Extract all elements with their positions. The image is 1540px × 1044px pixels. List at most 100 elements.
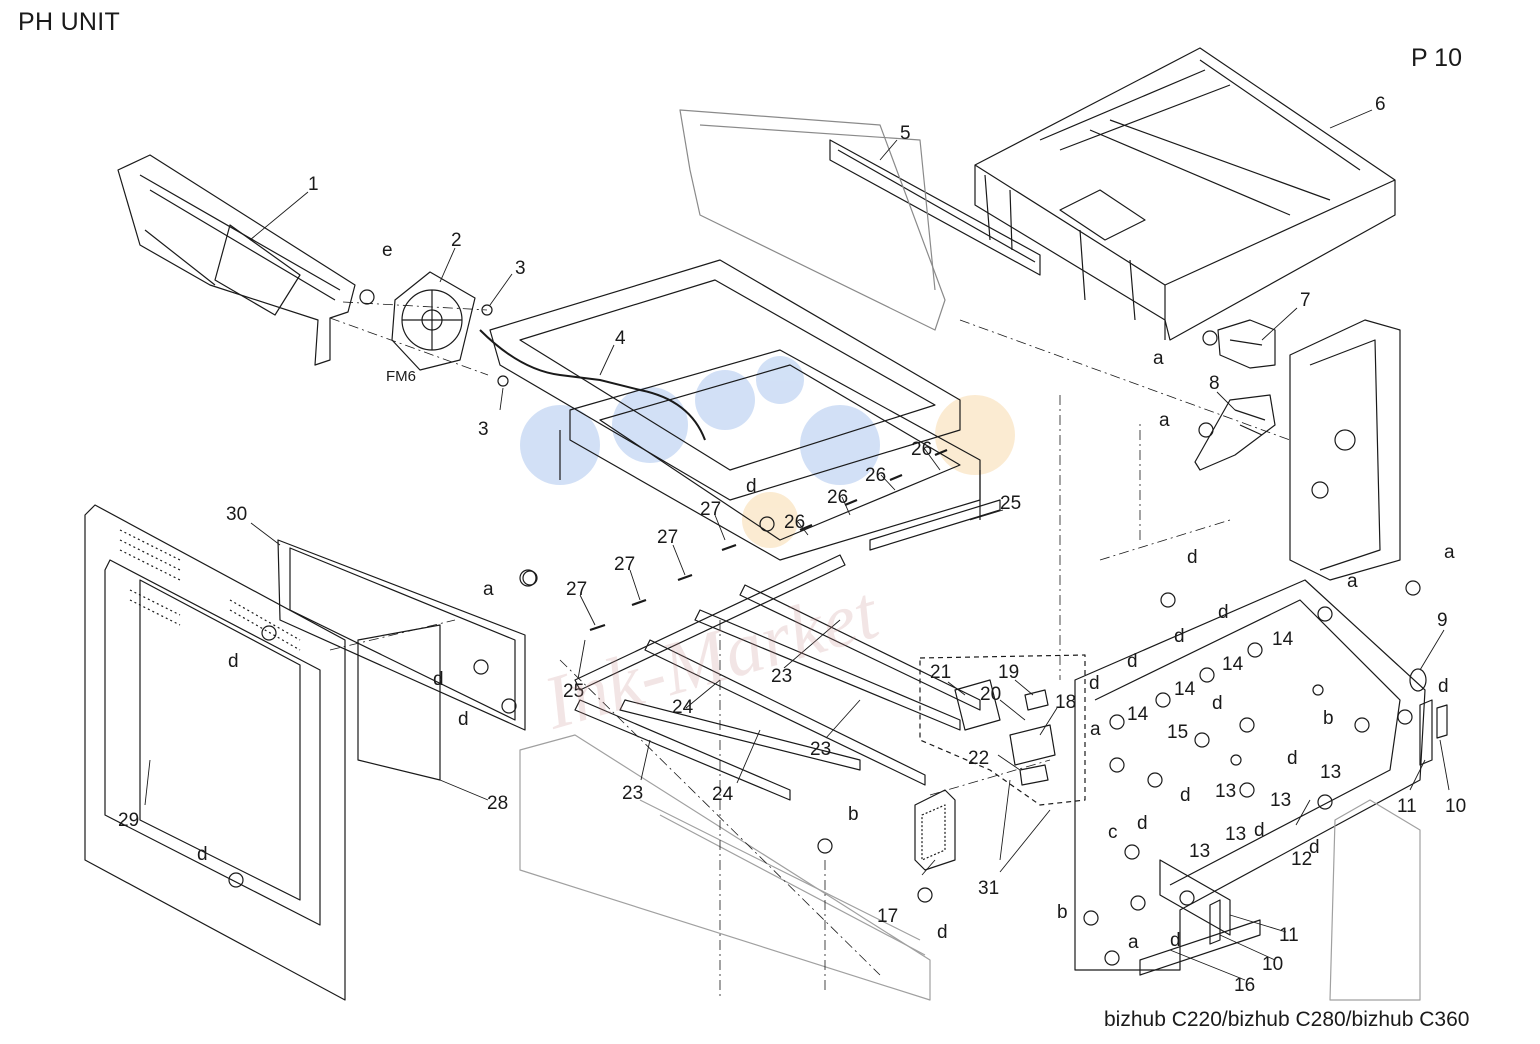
callout-26: 26 — [911, 439, 932, 460]
screws — [228, 289, 1421, 966]
callout-c: c — [1108, 822, 1118, 843]
page-number: P 10 — [1411, 44, 1462, 72]
callout-d: d — [1309, 837, 1320, 858]
callout-13: 13 — [1215, 781, 1236, 802]
callout-27: 27 — [566, 579, 587, 600]
callout-13: 13 — [1189, 841, 1210, 862]
callout-27: 27 — [614, 554, 635, 575]
callout-d: d — [1212, 693, 1223, 714]
callout-a: a — [1153, 348, 1164, 369]
vent-holes — [119, 529, 301, 651]
callout-d: d — [1137, 813, 1148, 834]
callout-1: 1 — [308, 174, 319, 195]
callout-d: d — [1180, 785, 1191, 806]
callout-14: 14 — [1272, 629, 1294, 650]
fan-tag-label: FM6 — [386, 368, 416, 385]
callout-10: 10 — [1445, 796, 1466, 817]
callout-d: d — [1287, 748, 1298, 769]
callout-26: 26 — [784, 512, 805, 533]
sensor-assembly-group — [919, 654, 1086, 806]
callout-21: 21 — [930, 662, 951, 683]
small-plates — [589, 448, 948, 632]
callout-d: d — [1187, 547, 1198, 568]
callout-a: a — [1128, 932, 1139, 953]
ph-unit-frame — [489, 109, 981, 561]
callout-23: 23 — [810, 739, 831, 760]
callout-23: 23 — [771, 666, 792, 687]
bottom-cover-ghost — [519, 734, 931, 1001]
callout-11: 11 — [1279, 925, 1299, 946]
cooling-fan-part — [391, 271, 476, 371]
bracket-7-part — [1217, 319, 1276, 369]
callout-6: 6 — [1375, 94, 1386, 115]
callout-d: d — [197, 844, 208, 865]
callout-labels: 1 2 3 3 4 5 6 7 8 9 10 10 11 11 12 13 13… — [118, 94, 1466, 996]
callout-a: a — [1090, 719, 1101, 740]
callout-20: 20 — [980, 684, 1001, 705]
callout-23: 23 — [622, 783, 643, 804]
cover-strip-part — [829, 139, 1041, 276]
callout-27: 27 — [657, 527, 678, 548]
bracket-8-part — [1194, 394, 1276, 471]
callout-d: d — [228, 651, 239, 672]
callout-26: 26 — [865, 465, 886, 486]
callout-28: 28 — [487, 793, 508, 814]
callout-10: 10 — [1262, 954, 1283, 975]
callout-d: d — [746, 476, 757, 497]
rear-frame — [1074, 579, 1426, 976]
top-cover-part — [974, 47, 1396, 341]
callout-2: 2 — [451, 230, 462, 251]
callout-24: 24 — [672, 697, 694, 718]
callout-14: 14 — [1174, 679, 1196, 700]
right-lower-frame-ghost — [1329, 799, 1421, 1001]
watermark-logo — [520, 356, 1015, 548]
callout-3: 3 — [478, 419, 489, 440]
callout-d: d — [1438, 676, 1449, 697]
callout-a: a — [1444, 542, 1455, 563]
callout-d: d — [1218, 602, 1229, 623]
cap-9-part — [1409, 668, 1427, 692]
page-title: PH UNIT — [18, 8, 121, 36]
callout-13: 13 — [1320, 762, 1341, 783]
callout-25: 25 — [563, 681, 584, 702]
callout-5: 5 — [900, 123, 911, 144]
callout-b: b — [1323, 708, 1334, 729]
callout-a: a — [483, 579, 494, 600]
callout-29: 29 — [118, 810, 139, 831]
right-side-frame — [1289, 319, 1401, 581]
callout-13: 13 — [1270, 790, 1291, 811]
leader-lines — [144, 109, 1450, 981]
callout-12: 12 — [1291, 849, 1312, 870]
callout-15: 15 — [1167, 722, 1188, 743]
harness-part — [479, 329, 706, 441]
callout-7: 7 — [1300, 290, 1311, 311]
callout-d: d — [1174, 626, 1185, 647]
callout-b: b — [1057, 902, 1068, 923]
callout-9: 9 — [1437, 610, 1448, 631]
callout-d: d — [1254, 820, 1265, 841]
callout-4: 4 — [615, 328, 626, 349]
bracket-17-part — [914, 789, 956, 871]
callout-d: d — [1170, 930, 1181, 951]
insulation-sheet-28 — [357, 624, 441, 781]
left-panel-30 — [277, 539, 537, 731]
callout-27: 27 — [700, 499, 721, 520]
callout-30: 30 — [226, 504, 247, 525]
callout-a: a — [1159, 410, 1170, 431]
callout-13: 13 — [1225, 824, 1246, 845]
callout-d: d — [937, 922, 948, 943]
callout-14: 14 — [1127, 704, 1149, 725]
assembly-lines — [329, 301, 1291, 1000]
callout-14: 14 — [1222, 654, 1244, 675]
callout-3: 3 — [515, 258, 526, 279]
model-footer: bizhub C220/bizhub C280/bizhub C360 — [1104, 1008, 1470, 1031]
callout-25: 25 — [1000, 493, 1021, 514]
callout-d: d — [1127, 651, 1138, 672]
callout-d: d — [1089, 673, 1100, 694]
callout-22: 22 — [968, 748, 989, 769]
callout-17: 17 — [877, 906, 898, 927]
callout-a: a — [1347, 571, 1358, 592]
callout-26: 26 — [827, 487, 848, 508]
callout-19: 19 — [998, 662, 1019, 683]
